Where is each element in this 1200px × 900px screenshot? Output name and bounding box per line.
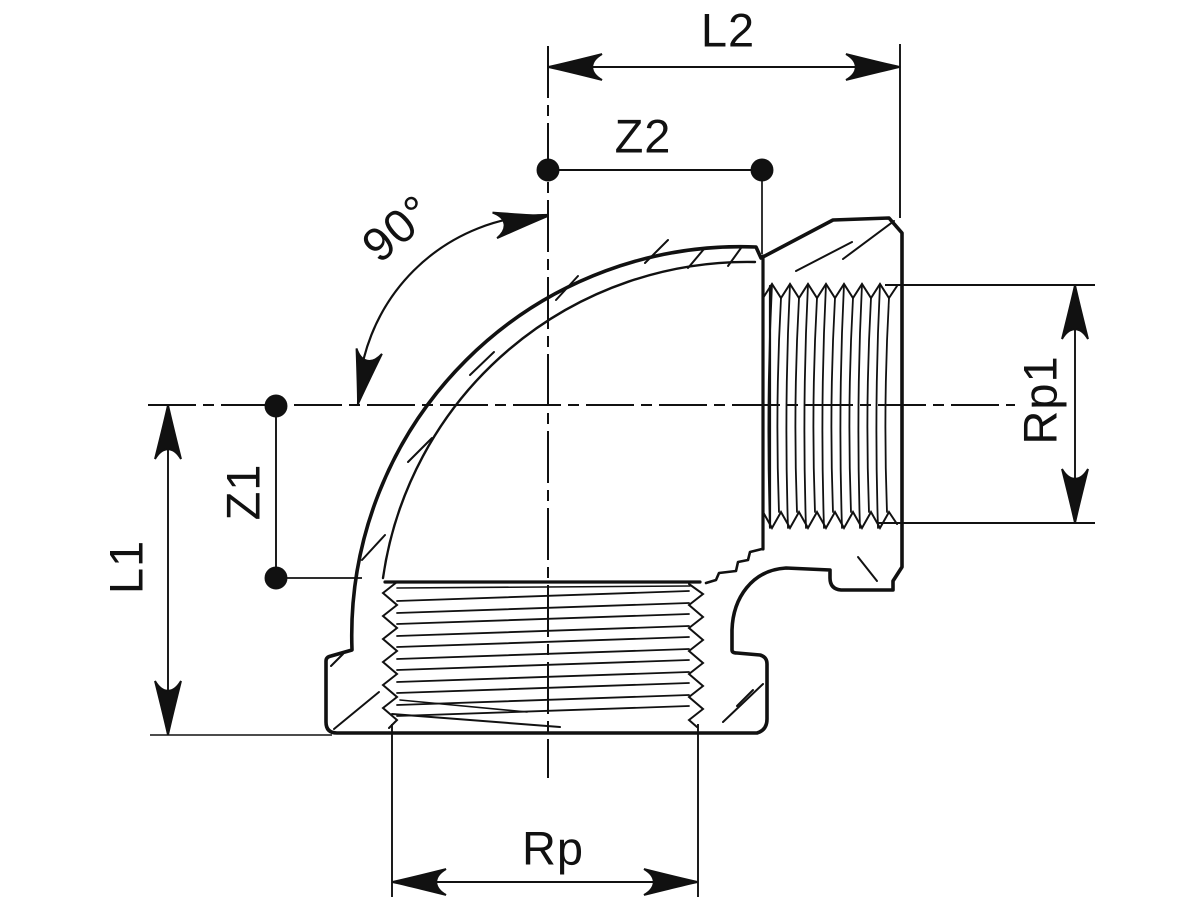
dimension-lines	[150, 44, 1095, 897]
label-z1: Z1	[217, 464, 270, 521]
fitting-body	[324, 216, 904, 735]
label-angle-90: 90°	[352, 184, 443, 272]
label-rp1: Rp1	[1014, 355, 1067, 444]
inner-corner-step-line	[704, 547, 764, 585]
inner-wall-curve	[381, 260, 757, 580]
body-outline	[324, 216, 904, 735]
hatch-ticks	[330, 220, 895, 730]
label-l1: L1	[100, 540, 153, 594]
label-z2: Z2	[615, 110, 672, 163]
label-l2: L2	[701, 4, 755, 57]
label-rp: Rp	[522, 822, 584, 875]
bottom-socket-threads	[381, 580, 705, 729]
